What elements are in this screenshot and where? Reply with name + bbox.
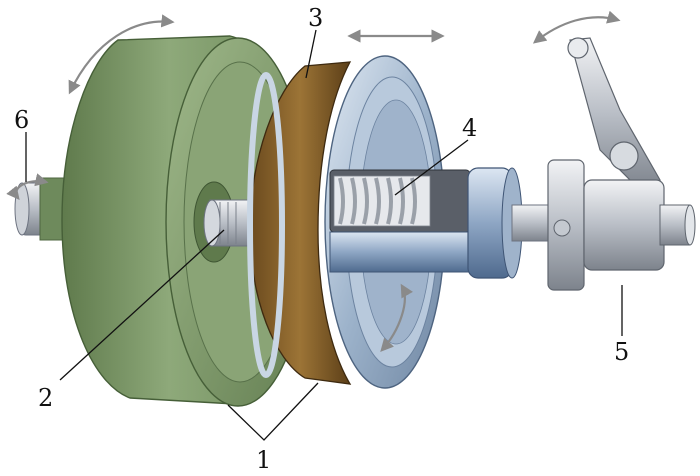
leader-1 <box>227 382 319 441</box>
label-6: 6 <box>14 106 29 134</box>
motion-arrows <box>6 10 621 352</box>
pressure-spring <box>329 169 471 273</box>
label-1: 1 <box>256 446 271 474</box>
label-5: 5 <box>614 338 629 366</box>
label-3: 3 <box>308 4 323 32</box>
leader-2 <box>59 229 225 381</box>
leader-3 <box>305 29 317 79</box>
release-fork <box>547 37 696 291</box>
label-4: 4 <box>462 114 477 142</box>
leader-4 <box>394 139 469 196</box>
label-2: 2 <box>38 384 53 412</box>
release-bearing <box>467 167 553 279</box>
leader-lines <box>25 29 623 441</box>
friction-lining <box>247 61 352 385</box>
